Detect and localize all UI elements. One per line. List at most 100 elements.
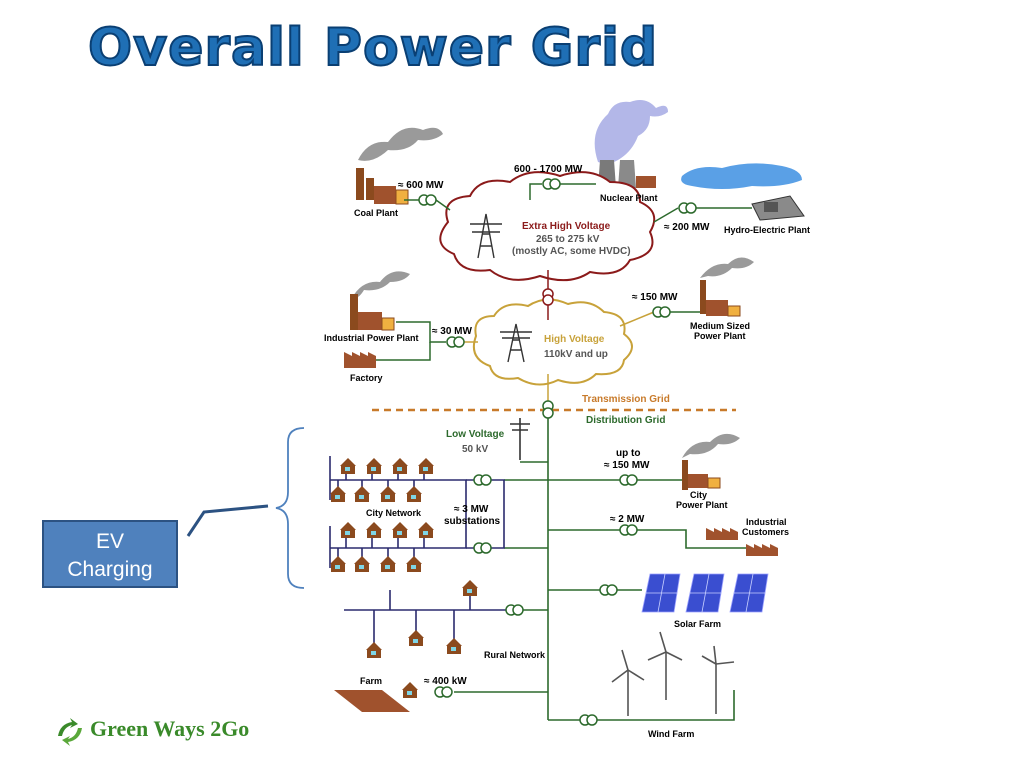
farm-kw-label: ≈ 400 kW — [424, 676, 467, 687]
transformer-icon — [473, 542, 492, 554]
lv-title-label: Low Voltage — [446, 429, 505, 440]
hv-range-label: 110kV and up — [544, 349, 608, 360]
farm-field-icon — [334, 690, 410, 712]
industrial-cust-mw-label: ≈ 2 MW — [610, 514, 645, 525]
recycle-leaf-icon — [58, 718, 82, 746]
house-icon — [406, 556, 422, 572]
hv-cloud — [472, 298, 633, 386]
house-icon — [446, 638, 462, 654]
transformer-icon — [542, 288, 554, 306]
house-icon — [462, 580, 478, 596]
transformer-icon — [678, 202, 697, 214]
city-smoke — [682, 433, 740, 458]
city-network-label: City Network — [366, 508, 422, 518]
coal-plant-label: Coal Plant — [354, 208, 398, 218]
rural-network — [344, 590, 506, 648]
factory-icon — [344, 352, 376, 368]
houses — [330, 458, 478, 698]
transformer-icon — [542, 400, 554, 419]
house-icon — [366, 458, 382, 474]
transmission-grid-label: Transmission Grid — [582, 394, 670, 405]
ehv-title-label: Extra High Voltage — [522, 221, 611, 232]
transformer-icon — [579, 714, 598, 726]
transformer-icon — [434, 686, 453, 698]
house-icon — [354, 556, 370, 572]
house-icon — [418, 522, 434, 538]
pylon-hv-icon — [500, 323, 532, 363]
industrial-plant-label: Industrial Power Plant — [324, 333, 419, 343]
industrial-mw-label: ≈ 30 MW — [432, 326, 472, 337]
hydro-water — [681, 163, 802, 189]
nuclear-mw-label: 600 - 1700 MW — [514, 164, 583, 175]
charging-label: Charging — [67, 558, 153, 581]
medium-plant-label-1: Medium Sized — [690, 321, 750, 331]
ev-charging-box: EV Charging — [42, 520, 178, 588]
green-ways-logo: Green Ways 2Go — [52, 714, 282, 750]
transformer-icon — [619, 474, 638, 486]
transformer-icon — [446, 336, 465, 348]
page-title: Overall Power Grid — [87, 17, 659, 79]
house-icon — [354, 486, 370, 502]
factory-feeder — [376, 342, 431, 361]
wind-farm-label: Wind Farm — [648, 729, 694, 739]
hydro-link — [653, 207, 679, 223]
coal-smoke — [358, 127, 443, 161]
house-icon — [392, 522, 408, 538]
nuclear-plant-icon — [598, 160, 656, 188]
ehv-cloud — [439, 171, 656, 282]
house-icon — [340, 522, 356, 538]
transformer-icon — [652, 306, 671, 318]
farm-label: Farm — [360, 676, 382, 686]
industrial-cust-feeder — [548, 529, 746, 549]
medium-smoke — [700, 257, 754, 278]
coal-link — [435, 199, 451, 211]
ev-label: EV — [95, 530, 124, 553]
logo-text: Green Ways 2Go — [90, 716, 250, 741]
industrial-cust-label-2: Customers — [742, 527, 789, 537]
house-icon — [340, 458, 356, 474]
hydro-plant-label: Hydro-Electric Plant — [724, 225, 810, 235]
medium-plant-icon — [700, 280, 741, 317]
house-icon — [380, 486, 396, 502]
hv-medium-link — [619, 311, 655, 327]
house-icon — [366, 522, 382, 538]
transformer-icons — [418, 178, 697, 726]
house-icon — [366, 642, 382, 658]
nuclear-steam — [594, 100, 668, 164]
house-icon — [330, 486, 346, 502]
wind-turbine-icon — [611, 631, 735, 716]
city-up-to-label: up to — [616, 448, 640, 459]
house-icon — [406, 486, 422, 502]
substations-label-1: ≈ 3 MW — [454, 504, 489, 515]
city-network — [329, 456, 505, 568]
ev-callout-line — [186, 504, 269, 537]
house-icon — [392, 458, 408, 474]
nuclear-plant-label: Nuclear Plant — [600, 193, 658, 203]
pole-lv-icon — [510, 418, 530, 460]
medium-plant-label-2: Power Plant — [694, 331, 746, 341]
house-icon — [418, 458, 434, 474]
industrial-smoke — [352, 271, 410, 299]
substations-label-2: substations — [444, 516, 501, 527]
industrial-feeder — [396, 321, 446, 343]
hydro-plant-icon — [751, 195, 805, 221]
industrial-cust-label-1: Industrial — [746, 517, 787, 527]
industrial-customers-icon — [706, 528, 778, 556]
coal-mw-label: ≈ 600 MW — [398, 180, 444, 191]
city-mw-label: ≈ 150 MW — [604, 460, 650, 471]
hydro-mw-label: ≈ 200 MW — [664, 222, 710, 233]
wind-feeder — [548, 690, 735, 721]
transformer-icon — [418, 194, 437, 206]
house-icon — [402, 682, 418, 698]
transformer-icon — [542, 178, 561, 190]
industrial-plant-icon — [350, 294, 395, 331]
ev-brace — [275, 427, 305, 589]
factory-label: Factory — [350, 373, 383, 383]
solar-farm-label: Solar Farm — [674, 619, 721, 629]
transformer-icon — [473, 474, 492, 486]
distribution-grid-label: Distribution Grid — [586, 415, 665, 426]
ehv-range-label: 265 to 275 kV — [536, 234, 600, 245]
lv-range-label: 50 kV — [462, 444, 488, 455]
nuclear-link — [529, 183, 542, 200]
